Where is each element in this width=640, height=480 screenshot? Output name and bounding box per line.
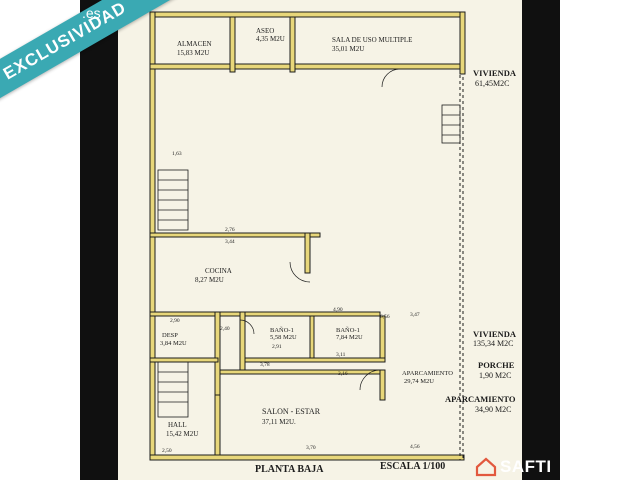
room-despacho-name: DESP [162, 332, 178, 339]
summary-porche-name: PORCHE [478, 360, 515, 370]
safti-logo: SAFTI [475, 456, 557, 478]
room-sala-area: 35,01 M2U [332, 45, 364, 53]
plan-scale: ESCALA 1/100 [380, 461, 445, 472]
summary-vivienda-mid-name: VIVIENDA [473, 329, 517, 339]
dimension-label: 3,44 [225, 239, 235, 245]
dimension-label: 2,91 [272, 344, 282, 350]
dimension-label: 6,56 [380, 314, 390, 320]
dimension-label: 1,63 [172, 151, 182, 157]
room-bano1b-name: BAÑO-1 [336, 326, 360, 334]
dimension-label: 3,47 [410, 312, 420, 318]
plan-paper [118, 0, 522, 480]
summary-aparcamiento-name: APARCAMIENTO [445, 394, 516, 404]
room-almacen-area: 15,83 M2U [177, 49, 209, 57]
room-salon-area: 37,11 M2U. [262, 418, 296, 426]
dimension-label: 4,56 [410, 444, 420, 450]
logo-text: SAFTI [500, 457, 552, 476]
room-aseo-area: 4,35 M2U [256, 35, 285, 43]
dimension-label: 2,50 [162, 448, 172, 454]
room-hall-name: HALL [168, 421, 187, 429]
dimension-label: 2,76 [225, 227, 235, 233]
floor-plan-photo: ALMACEN 15,83 M2U ASEO 4,35 M2U SALA DE … [80, 0, 560, 480]
house-icon [475, 457, 497, 477]
room-aparcamiento-area: 29,74 M2U [404, 378, 434, 385]
site-tld: .es [82, 5, 101, 21]
room-bano1a-area: 5,58 M2U [270, 334, 297, 341]
floor-plan-drawing: ALMACEN 15,83 M2U ASEO 4,35 M2U SALA DE … [149, 11, 517, 475]
room-sala-name: SALA DE USO MULTIPLE [332, 36, 412, 44]
door-swings [239, 68, 401, 391]
dimension-label: 3,16 [338, 371, 348, 377]
room-almacen-name: ALMACEN [177, 40, 212, 48]
room-cocina-area: 8,27 M2U [195, 276, 224, 284]
summary-aparcamiento-area: 34,90 M2C [475, 405, 511, 414]
outer-walls [149, 11, 466, 461]
dimension-label: 4,90 [333, 307, 343, 313]
room-aparcamiento-name: APARCAMIENTO [402, 370, 453, 377]
dimension-label: 2,40 [220, 326, 230, 332]
dimension-label: 3,78 [260, 362, 270, 368]
summary-vivienda-top-area: 61,45M2C [475, 79, 509, 88]
room-aseo-name: ASEO [256, 27, 274, 35]
dimension-label: 2,90 [170, 318, 180, 324]
summary-vivienda-mid-area: 135,34 M2C [473, 339, 513, 348]
dimension-label: 3,11 [336, 352, 346, 358]
dimension-label: 3,70 [306, 445, 316, 451]
room-hall-area: 15,42 M2U [166, 430, 198, 438]
room-cocina-name: COCINA [205, 267, 232, 275]
right-margin [560, 0, 640, 480]
dimension-labels: 1,63 2,76 3,44 6,56 4,90 2,90 2,40 2,91 … [162, 151, 420, 454]
summary-porche-area: 1,90 M2C [479, 371, 511, 380]
room-bano1a-name: BAÑO-1 [270, 326, 294, 334]
room-bano1b-area: 7,84 M2U [336, 334, 363, 341]
stairs [157, 104, 461, 418]
plan-title: PLANTA BAJA [255, 464, 324, 475]
room-despacho-area: 3,84 M2U [160, 340, 187, 347]
room-salon-name: SALON - ESTAR [262, 407, 321, 416]
summary-vivienda-top-name: VIVIENDA [473, 68, 517, 78]
